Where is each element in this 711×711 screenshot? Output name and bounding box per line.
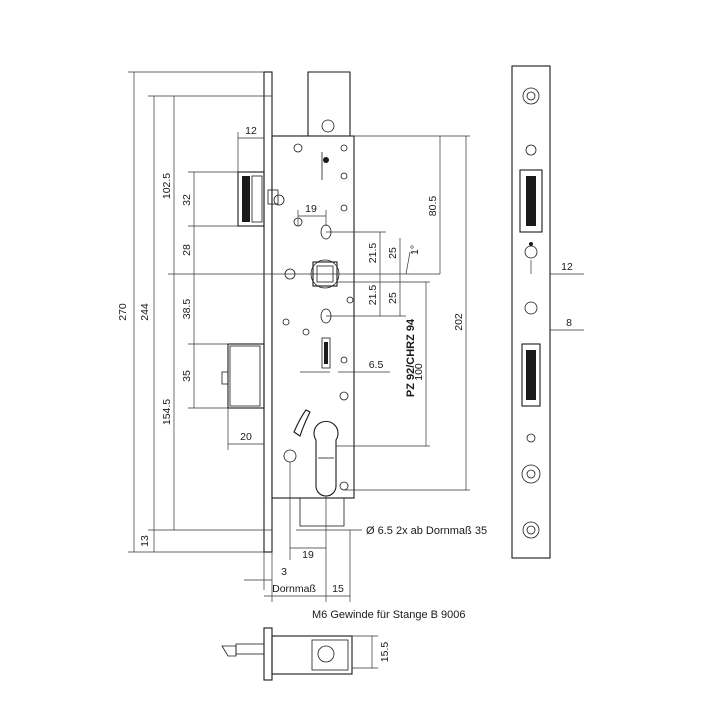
dim-20: 20 — [240, 431, 252, 443]
lock-front-view — [221, 71, 355, 553]
side-faceplate — [511, 65, 551, 559]
dim-102-5: 102.5 — [161, 173, 173, 199]
dim-25-a: 25 — [387, 247, 399, 259]
faceplate — [263, 71, 273, 553]
dim-15-5: 15.5 — [379, 642, 391, 663]
dim-202: 202 — [453, 313, 465, 331]
dim-6-5: 6.5 — [369, 359, 384, 371]
cylinder-profile-hole — [313, 420, 339, 497]
cylinder-spec-label: PZ 92/CHRZ 94 — [405, 318, 417, 397]
dim-15: 15 — [332, 583, 344, 595]
dim-19-top: 19 — [305, 203, 317, 215]
dim-19-bottom: 19 — [302, 549, 314, 561]
dim-dornmass: Dornmaß — [272, 583, 316, 595]
top-tab — [307, 71, 351, 139]
dim-3: 3 — [281, 566, 287, 578]
bottom-view — [221, 627, 378, 681]
dim-80-5: 80.5 — [427, 196, 439, 217]
dim-35: 35 — [181, 370, 193, 382]
dim-12-side: 12 — [561, 261, 573, 273]
latch-bolt — [237, 171, 265, 227]
lock-case — [271, 135, 355, 499]
dim-38-5: 38.5 — [181, 299, 193, 320]
dim-270: 270 — [117, 303, 129, 321]
dim-25-b: 25 — [387, 292, 399, 304]
dim-100: 100 — [413, 363, 425, 381]
dim-21-5-a: 21.5 — [367, 243, 379, 264]
dim-21-5-b: 21.5 — [367, 285, 379, 306]
dim-32: 32 — [181, 194, 193, 206]
dimension-labels: 270 244 102.5 32 28 38.5 35 154.5 13 12 … — [117, 125, 573, 662]
dim-8-side: 8 — [566, 317, 572, 329]
dim-154-5: 154.5 — [161, 399, 173, 425]
hole-note: Ø 6.5 2x ab Dornmaß 35 — [366, 525, 487, 537]
thread-note: M6 Gewinde für Stange B 9006 — [312, 609, 465, 621]
dimension-lines — [128, 71, 470, 602]
dim-12-top: 12 — [245, 125, 257, 137]
dim-13: 13 — [139, 535, 151, 547]
dim-28: 28 — [181, 244, 193, 256]
dim-1-degree: 1° — [409, 245, 421, 255]
dim-244: 244 — [139, 303, 151, 321]
faceplate-side-view — [511, 65, 584, 559]
deadbolt — [227, 343, 265, 409]
